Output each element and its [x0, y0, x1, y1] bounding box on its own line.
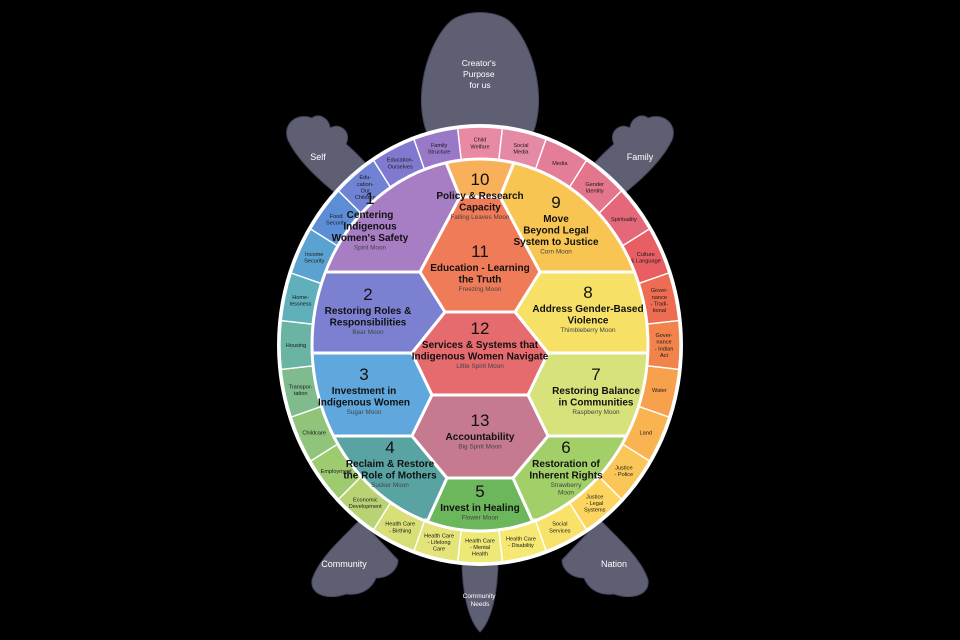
turtle-tail [461, 559, 499, 633]
body-labels: Creator's Purpose for us Self Family Com… [310, 58, 654, 608]
flipper-nation [561, 519, 649, 598]
plate-moon: Little Spirit Moon [456, 363, 504, 370]
plate-moon: Flower Moon [462, 515, 499, 522]
plate-number: 2 [363, 285, 372, 304]
rim-segment-label: Childcare [302, 431, 326, 437]
rim-segment-label: Home-lessness [290, 295, 312, 308]
rim-segment-label: Housing [286, 343, 307, 349]
shell-plate-13 [410, 393, 550, 480]
plate-number: 9 [551, 193, 560, 212]
plate-number: 3 [359, 365, 368, 384]
turtle-head [420, 12, 540, 141]
plate-number: 6 [561, 438, 570, 457]
plate-moon: Freezing Moon [459, 286, 502, 293]
rim-segment-label: Health Care- Birthing [385, 522, 415, 535]
plate-number: 10 [471, 170, 490, 189]
plate-number: 8 [583, 283, 592, 302]
plate-title: Restoring Roles &Responsibilities [325, 306, 412, 329]
rim-segment-label: Employment [321, 469, 353, 475]
rim-segment-label: Health Care- Disability [506, 537, 536, 550]
plate-number: 11 [471, 242, 489, 261]
plate-moon: Falling Leaves Moon [451, 214, 510, 221]
plate-moon: Raspberry Moon [572, 409, 620, 416]
plate-number: 4 [385, 438, 394, 457]
rim-segment-label: Media [552, 161, 568, 167]
head-label: Creator's Purpose for us [462, 58, 499, 90]
plate-number: 7 [591, 365, 600, 384]
plate-moon: Big Spirit Moon [458, 444, 502, 451]
rim-segment-label: Culture& Language [631, 252, 661, 265]
plate-number: 13 [471, 411, 490, 430]
flipper-community [311, 519, 399, 598]
limb-label-community: Community [321, 559, 367, 569]
rim-segment-label: Gover-nance- Tradi-tional [651, 288, 669, 314]
rim-segment-label: Transpor-tation [289, 385, 313, 398]
rim-segment-label: Education-Ourselves [387, 158, 414, 171]
plate-moon: Corn Moon [540, 249, 572, 256]
limb-label-family: Family [627, 152, 654, 162]
limb-label-self: Self [310, 152, 326, 162]
plate-title: Accountability [446, 432, 515, 443]
rim-segment-label: Land [640, 431, 652, 437]
rim-segment-label: Justice- Police [615, 466, 634, 479]
rim-segment-label: Spirituality [611, 217, 637, 223]
plate-number: 12 [471, 319, 490, 338]
plate-number: 1 [365, 189, 374, 208]
plate-moon: Sucker Moon [371, 482, 409, 489]
tail-label: Community Needs [463, 593, 498, 608]
limb-label-nation: Nation [601, 559, 627, 569]
plate-moon: Sugar Moon [347, 409, 382, 416]
plate-moon: Bear Moon [352, 329, 384, 336]
plate-number: 5 [475, 482, 484, 501]
rim-segment-label: Water [652, 388, 667, 394]
plate-moon: Thimbleberry Moon [560, 327, 615, 334]
plate-moon: Spirit Moon [354, 245, 387, 252]
plate-title: Invest in Healing [440, 503, 519, 514]
